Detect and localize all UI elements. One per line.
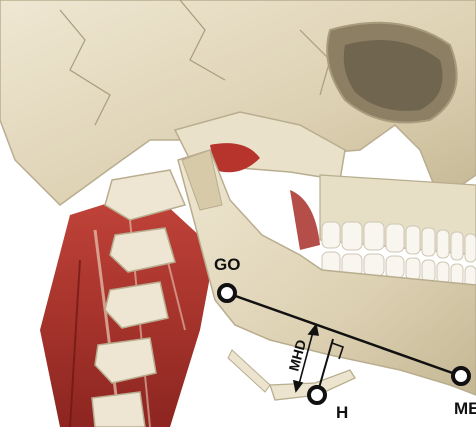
h-landmark-icon xyxy=(309,387,325,403)
go-landmark-icon xyxy=(219,285,235,301)
go-label: GO xyxy=(214,255,240,274)
h-label: H xyxy=(336,403,348,422)
me-landmark-icon xyxy=(453,368,469,384)
me-label: ME xyxy=(454,399,476,418)
